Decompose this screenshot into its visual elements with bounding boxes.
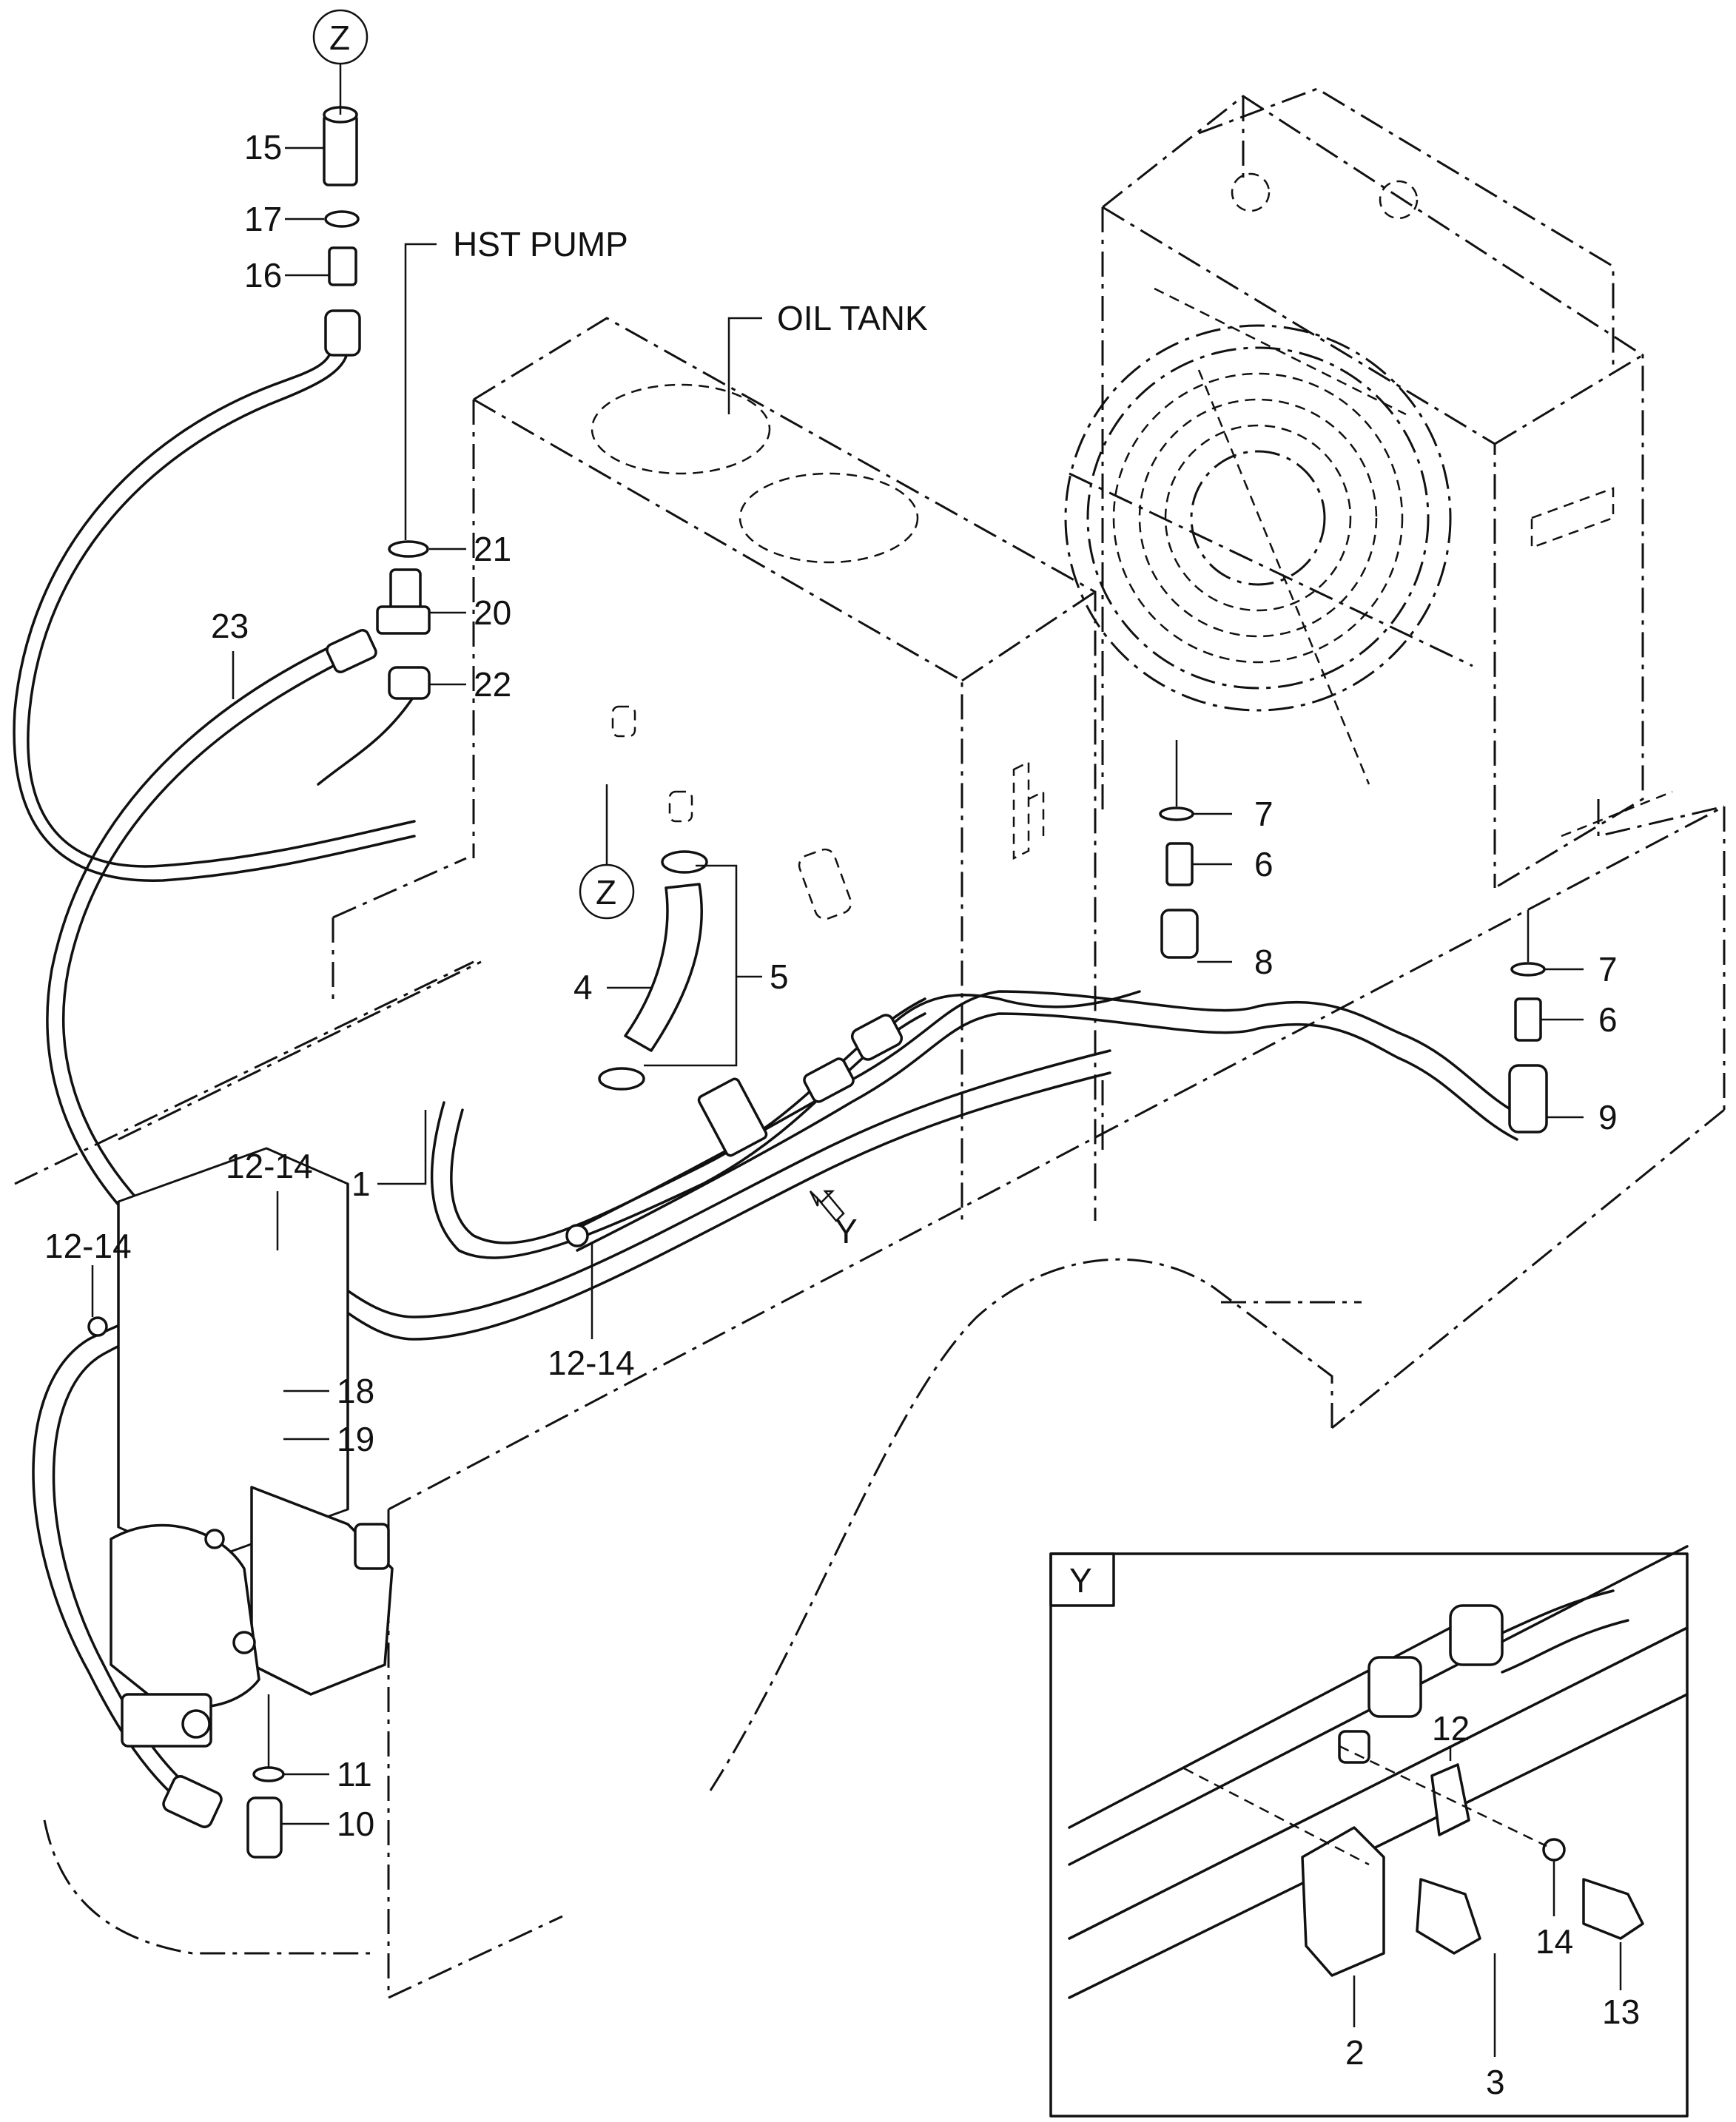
callout-2: 2 <box>1345 2033 1365 2072</box>
text-labels: Z Z HST PUMP OIL TANK Y Y 15 17 16 21 20… <box>44 18 1640 2101</box>
label-oil-tank: OIL TANK <box>777 299 928 337</box>
frame-outline <box>14 805 1726 1999</box>
callout-21: 21 <box>474 530 511 568</box>
callout-9: 9 <box>1598 1098 1618 1136</box>
o-ring-7a <box>1159 806 1194 821</box>
hst-pump <box>110 1147 394 1748</box>
callout-8: 8 <box>1254 943 1274 981</box>
callout-1: 1 <box>351 1165 371 1203</box>
detail-bracket-2 <box>1301 1826 1385 1977</box>
elbow-9 <box>1508 1064 1548 1134</box>
label-view-y: Y <box>835 1212 858 1250</box>
o-ring-17 <box>324 210 360 228</box>
detail-flare <box>1367 1656 1422 1718</box>
callout-6a: 6 <box>1254 845 1274 883</box>
callout-7a: 7 <box>1254 795 1274 833</box>
ref-z-mid: Z <box>596 873 616 912</box>
callout-15: 15 <box>244 128 282 166</box>
o-ring-11 <box>252 1766 285 1782</box>
adapter-6b <box>1514 997 1542 1042</box>
adapter-16 <box>328 246 357 286</box>
detail-y-box <box>1049 1545 1689 2118</box>
detail-bolt-3 <box>1416 1878 1481 1955</box>
leader-lines <box>91 9 1622 2057</box>
callout-3: 3 <box>1486 2063 1505 2101</box>
callout-12-14-c: 12-14 <box>548 1344 635 1382</box>
callout-14: 14 <box>1535 1922 1573 1961</box>
callout-19: 19 <box>337 1420 374 1458</box>
ref-z-top: Z <box>329 18 350 57</box>
detail-washer-14 <box>1542 1838 1566 1862</box>
callout-18: 18 <box>337 1372 374 1410</box>
o-ring-21 <box>388 540 429 558</box>
o-ring-7b <box>1510 962 1546 977</box>
elbow-22 <box>388 666 431 700</box>
callout-17: 17 <box>244 200 282 238</box>
callout-13: 13 <box>1602 1993 1640 2031</box>
detail-coupler <box>1449 1604 1504 1666</box>
callout-23: 23 <box>211 607 249 645</box>
callout-16: 16 <box>244 256 282 294</box>
callout-6b: 6 <box>1598 1000 1618 1039</box>
clamp-5b <box>598 1067 645 1091</box>
callout-5: 5 <box>770 957 789 996</box>
elbow-8 <box>1160 909 1199 959</box>
callout-12-14-a: 12-14 <box>226 1147 313 1185</box>
clamp-5a <box>661 850 708 874</box>
bracket-1 <box>697 1077 768 1157</box>
coupler-15 <box>323 113 358 186</box>
callout-12: 12 <box>1432 1709 1470 1748</box>
radiator-fan-assembly <box>1064 87 1725 889</box>
callout-7b: 7 <box>1598 950 1618 988</box>
callout-10: 10 <box>337 1805 374 1843</box>
elbow-10 <box>246 1796 283 1859</box>
callout-4: 4 <box>573 968 593 1006</box>
clamp-12-14b <box>87 1316 108 1337</box>
callout-22: 22 <box>474 665 511 704</box>
detail-spacer <box>1338 1730 1370 1764</box>
callout-20: 20 <box>474 593 511 632</box>
oil-tank <box>472 317 1097 1221</box>
label-detail-y: Y <box>1069 1561 1092 1600</box>
label-hst-pump: HST PUMP <box>453 225 628 263</box>
callout-11: 11 <box>337 1755 372 1793</box>
hose-4 <box>624 883 703 1052</box>
detail-bolt-13 <box>1582 1878 1644 1940</box>
adapter-6a <box>1165 842 1194 886</box>
hoses <box>13 346 1526 1807</box>
callout-12-14-b: 12-14 <box>44 1227 132 1265</box>
clamp-12-14c <box>565 1224 589 1247</box>
